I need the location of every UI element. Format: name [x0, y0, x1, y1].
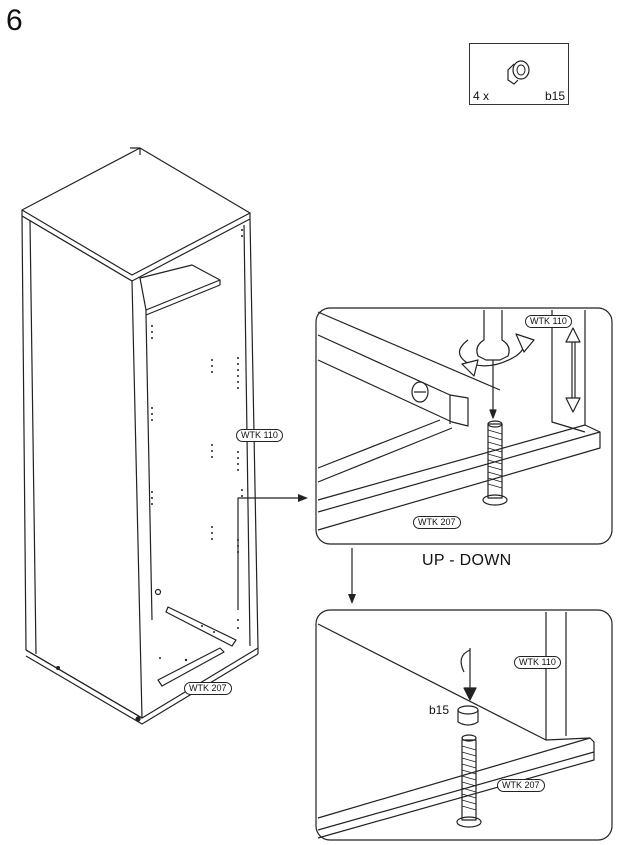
part-quantity: 4 x	[473, 89, 490, 103]
screwdriver-icon	[476, 310, 510, 419]
label-wtk110-detail1: WTK 110	[525, 315, 572, 328]
detail1-content	[317, 310, 601, 531]
caption-up-down: UP - DOWN	[422, 552, 512, 569]
up-down-arrow-icon	[565, 327, 581, 413]
label-wtk110-detail2: WTK 110	[514, 656, 561, 669]
parts-box: 4 x b15	[469, 43, 569, 105]
press-down-arrow-icon	[460, 648, 477, 701]
label-wtk207-detail1: WTK 207	[413, 516, 461, 529]
step-number: 6	[6, 4, 23, 37]
label-wtk207-cabinet: WTK 207	[184, 682, 232, 695]
cap-b15-detail-icon	[457, 705, 479, 726]
label-wtk110-cabinet: WTK 110	[236, 429, 283, 442]
part-code: b15	[544, 89, 565, 103]
pointer-line	[237, 497, 300, 610]
cap-b15-icon	[507, 60, 530, 85]
label-wtk207-detail2: WTK 207	[497, 779, 545, 792]
label-b15: b15	[429, 703, 450, 717]
hole-dots	[151, 229, 243, 662]
cabinet	[21, 147, 259, 725]
detail-panel-adjust	[315, 307, 613, 545]
